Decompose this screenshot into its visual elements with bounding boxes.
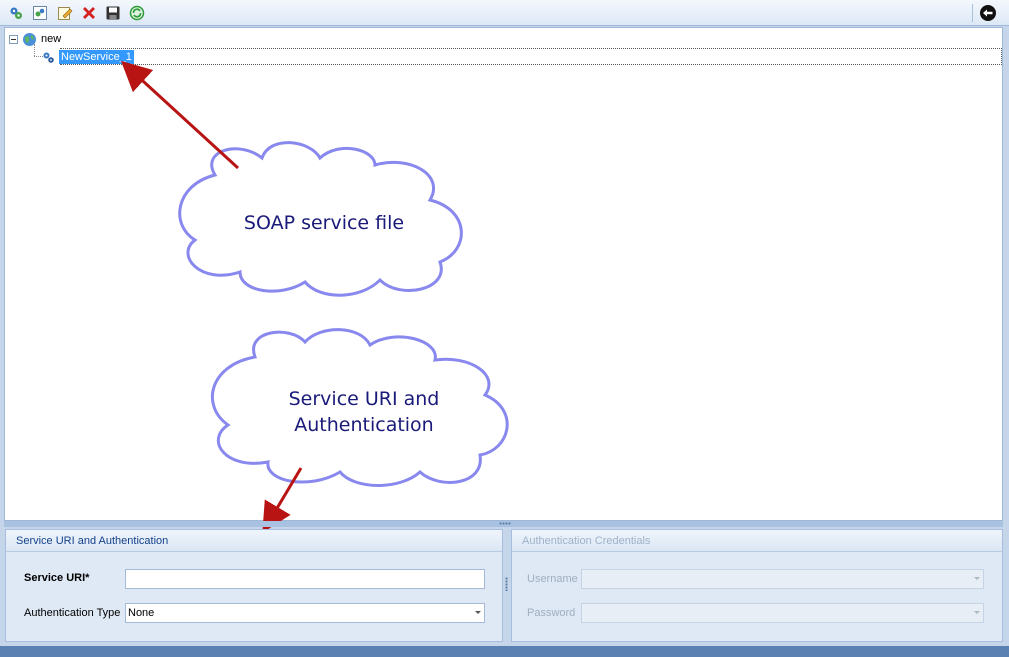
tree-node-root[interactable]: new — [9, 31, 61, 47]
globe-icon — [23, 32, 36, 46]
refresh-icon — [129, 5, 145, 21]
chevron-down-icon — [475, 611, 481, 614]
service-uri-label: Service URI* — [24, 572, 90, 584]
auth-type-value: None — [128, 607, 155, 619]
vertical-splitter[interactable] — [504, 531, 509, 641]
auth-type-select[interactable]: None — [125, 603, 485, 623]
splitter-grip — [505, 577, 508, 591]
chevron-down-icon — [974, 577, 980, 580]
chevron-down-icon — [974, 611, 980, 614]
add-service-icon — [10, 7, 22, 19]
selection-focus-rect — [60, 48, 1002, 65]
back-arrow-icon — [980, 5, 996, 21]
tree-root-label: new — [41, 33, 62, 45]
toolbar-separator — [972, 4, 973, 22]
service-uri-group: Service URI and Authentication Service U… — [5, 529, 503, 642]
delete-button[interactable] — [79, 3, 99, 23]
toolbar — [0, 0, 1009, 26]
delete-icon — [83, 7, 95, 19]
status-bar — [0, 646, 1009, 657]
collapse-toggle[interactable] — [9, 34, 18, 44]
add-service-button[interactable] — [6, 3, 26, 23]
username-select[interactable] — [581, 569, 984, 589]
tree-node-newservice[interactable]: NewService_1 — [42, 49, 134, 65]
password-label: Password — [527, 607, 576, 619]
back-button[interactable] — [978, 3, 998, 23]
auth-type-label: Authentication Type — [24, 607, 121, 619]
password-select[interactable] — [581, 603, 984, 623]
service-gear-icon — [43, 52, 54, 63]
auth-credentials-group-title: Authentication Credentials — [512, 530, 1002, 552]
tree-connector — [34, 56, 43, 57]
tree-child-label: NewService_1 — [59, 50, 134, 64]
auth-credentials-group: Authentication Credentials Username Pass… — [511, 529, 1003, 642]
splitter-grip — [499, 522, 511, 525]
import-button[interactable] — [30, 3, 50, 23]
save-button[interactable] — [103, 3, 123, 23]
edit-button[interactable] — [55, 3, 75, 23]
refresh-button[interactable] — [127, 3, 147, 23]
service-uri-group-title: Service URI and Authentication — [6, 530, 502, 552]
horizontal-splitter[interactable] — [4, 521, 1003, 527]
service-tree[interactable]: new NewService_1 — [4, 27, 1003, 521]
edit-icon — [58, 7, 73, 20]
username-label: Username — [527, 573, 578, 585]
save-icon — [106, 6, 120, 20]
tree-connector — [34, 44, 35, 56]
service-uri-input[interactable] — [125, 569, 485, 589]
import-icon — [33, 6, 47, 20]
